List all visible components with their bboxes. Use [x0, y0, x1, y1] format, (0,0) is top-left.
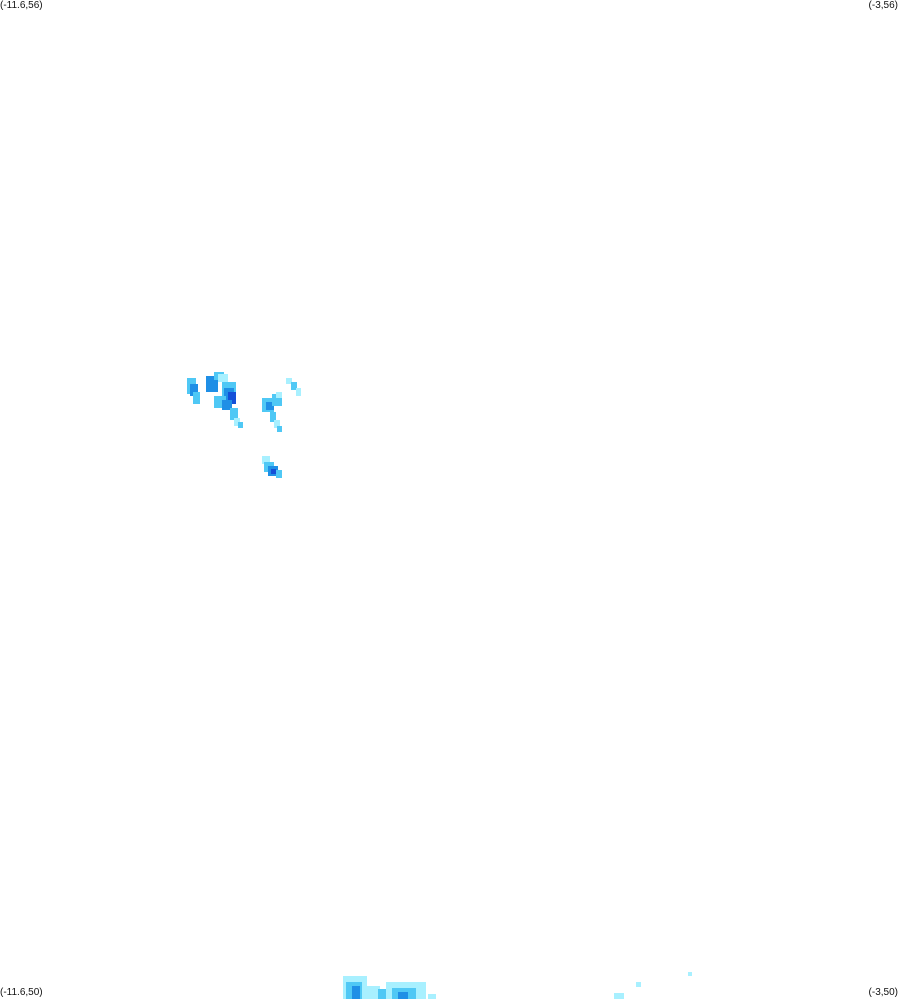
precipitation-cell-heavy — [228, 392, 236, 404]
precipitation-cell-light — [428, 994, 436, 999]
precipitation-cell-light — [234, 418, 240, 426]
precipitation-cell-light — [614, 993, 624, 999]
precipitation-cell-light — [366, 986, 380, 999]
precipitation-cell-group — [343, 972, 692, 999]
precipitation-cell-light — [296, 388, 301, 396]
precipitation-cell-light — [262, 456, 270, 464]
precipitation-cell-group — [187, 372, 243, 428]
precipitation-cell-medium — [276, 470, 282, 478]
precipitation-cell-medium — [270, 412, 276, 422]
corner-label-bottom-left: (-11.6,50) — [0, 987, 43, 998]
precipitation-cell-medium — [230, 408, 238, 420]
corner-label-top-right: (-3,56) — [868, 0, 898, 11]
corner-label-top-left: (-11.6,56) — [0, 0, 43, 11]
precipitation-cell-heavy — [271, 469, 276, 474]
precipitation-cell-medium — [291, 382, 297, 390]
precipitation-cell-strong — [352, 986, 360, 999]
precipitation-cell-strong — [190, 384, 198, 396]
precipitation-cell-light — [276, 392, 282, 398]
precipitation-cell-strong — [398, 992, 408, 999]
precipitation-cell-light — [286, 378, 292, 384]
corner-label-bottom-right: (-3,50) — [868, 987, 898, 998]
precipitation-cell-medium — [277, 426, 282, 432]
precipitation-cell-medium — [272, 394, 282, 406]
precipitation-cell-medium — [378, 989, 386, 999]
precipitation-cell-light — [636, 982, 641, 987]
precipitation-cell-light — [274, 420, 280, 428]
precipitation-cell-light — [218, 374, 228, 382]
precipitation-cell-medium — [238, 422, 243, 428]
precipitation-cell-medium — [193, 392, 200, 404]
precipitation-cell-group — [262, 456, 282, 478]
precipitation-cell-strong — [222, 400, 232, 410]
precipitation-cell-strong — [266, 402, 274, 410]
precipitation-cell-light — [688, 972, 692, 976]
precipitation-cell-group — [262, 378, 301, 432]
